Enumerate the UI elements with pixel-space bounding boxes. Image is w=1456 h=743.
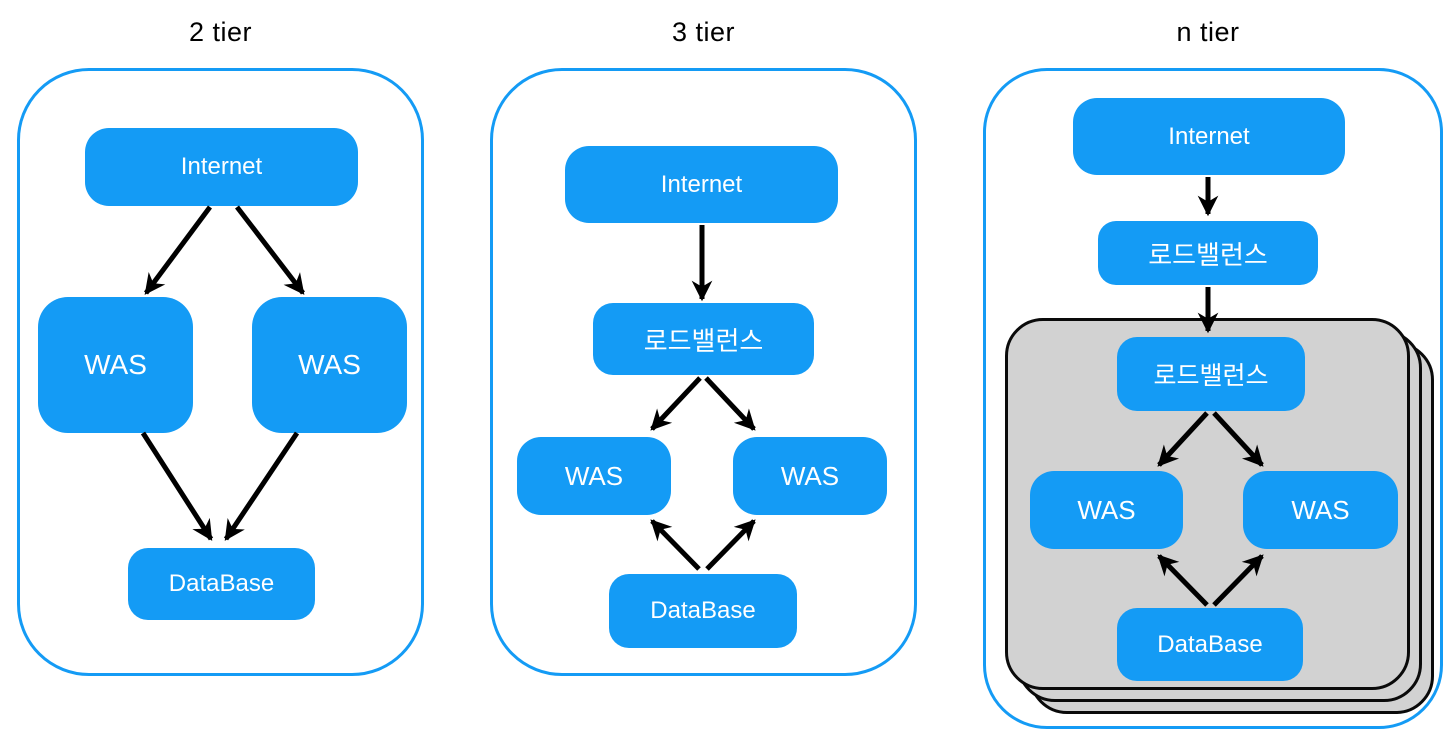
was-node: WAS xyxy=(252,297,407,433)
inner-load-balancer-node: 로드밸런스 xyxy=(1117,337,1305,411)
was-node: WAS xyxy=(38,297,193,433)
internet-node: Internet xyxy=(1073,98,1345,175)
three-tier-container xyxy=(490,68,917,676)
database-node: DataBase xyxy=(128,548,315,620)
internet-node: Internet xyxy=(85,128,358,206)
panel-title-3-tier: 3 tier xyxy=(671,17,736,47)
database-node: DataBase xyxy=(1117,608,1303,681)
was-node: WAS xyxy=(733,437,887,515)
was-node: WAS xyxy=(1030,471,1183,549)
was-node: WAS xyxy=(517,437,671,515)
n-tier-container xyxy=(983,68,1443,729)
panel-title-2-tier: 2 tier xyxy=(188,17,253,47)
was-node: WAS xyxy=(1243,471,1398,549)
panel-title-n-tier: n tier xyxy=(1176,17,1240,47)
internet-node: Internet xyxy=(565,146,838,223)
database-node: DataBase xyxy=(609,574,797,648)
load-balancer-node: 로드밸런스 xyxy=(1098,221,1318,285)
two-tier-container xyxy=(17,68,424,676)
load-balancer-node: 로드밸런스 xyxy=(593,303,814,375)
